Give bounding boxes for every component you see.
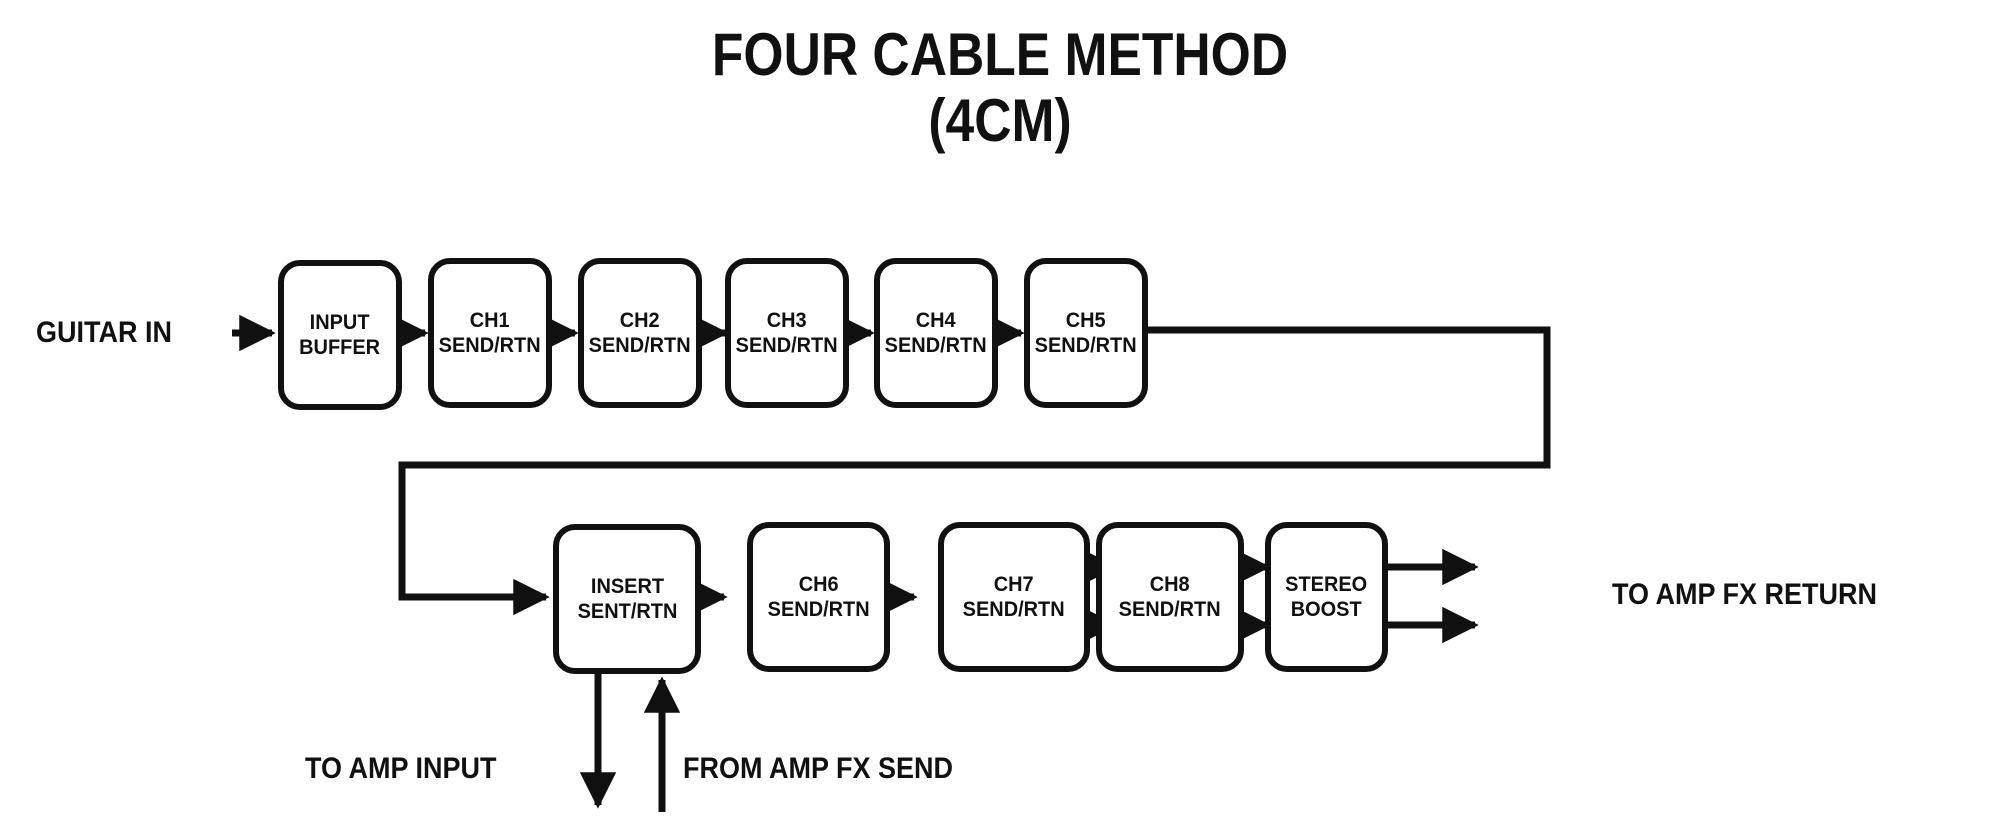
wire-ch5-to-insert [398,326,1551,616]
node-ch7-label: CH7 SEND/RTN [963,573,1065,621]
page-title: FOUR CABLE METHOD (4CM) [140,22,1860,154]
node-ch2-label: CH2 SEND/RTN [589,309,691,357]
title-line-2: (4CM) [928,87,1072,154]
node-ch4-label: CH4 SEND/RTN [885,309,987,357]
node-ch3[interactable]: CH3 SEND/RTN [725,258,849,408]
node-insert-label: INSERT SENT/RTN [577,575,677,623]
label-from-amp-fx-send: FROM AMP FX SEND [683,752,954,785]
node-ch5[interactable]: CH5 SEND/RTN [1024,258,1148,408]
label-to-amp-fx-return: TO AMP FX RETURN [1612,578,1878,611]
node-ch7[interactable]: CH7 SEND/RTN [938,522,1090,672]
node-ch1[interactable]: CH1 SEND/RTN [428,258,552,408]
node-ch3-label: CH3 SEND/RTN [736,309,838,357]
title-line-1: FOUR CABLE METHOD [711,21,1289,88]
node-insert[interactable]: INSERT SENT/RTN [553,524,701,674]
node-ch1-label: CH1 SEND/RTN [439,309,541,357]
node-ch2[interactable]: CH2 SEND/RTN [578,258,702,408]
node-ch5-label: CH5 SEND/RTN [1035,309,1137,357]
node-stereo-boost[interactable]: STEREO BOOST [1265,522,1388,672]
node-ch6-label: CH6 SEND/RTN [767,573,870,621]
node-ch8[interactable]: CH8 SEND/RTN [1096,522,1244,672]
node-ch6[interactable]: CH6 SEND/RTN [747,522,890,672]
node-input-buffer-label: INPUT BUFFER [299,311,381,359]
node-input-buffer[interactable]: INPUT BUFFER [278,260,402,410]
node-ch8-label: CH8 SEND/RTN [1119,573,1221,621]
node-ch4[interactable]: CH4 SEND/RTN [874,258,998,408]
label-guitar-in: GUITAR IN [36,316,172,349]
label-to-amp-input: TO AMP INPUT [305,752,497,785]
node-stereo-boost-label: STEREO BOOST [1285,573,1368,621]
